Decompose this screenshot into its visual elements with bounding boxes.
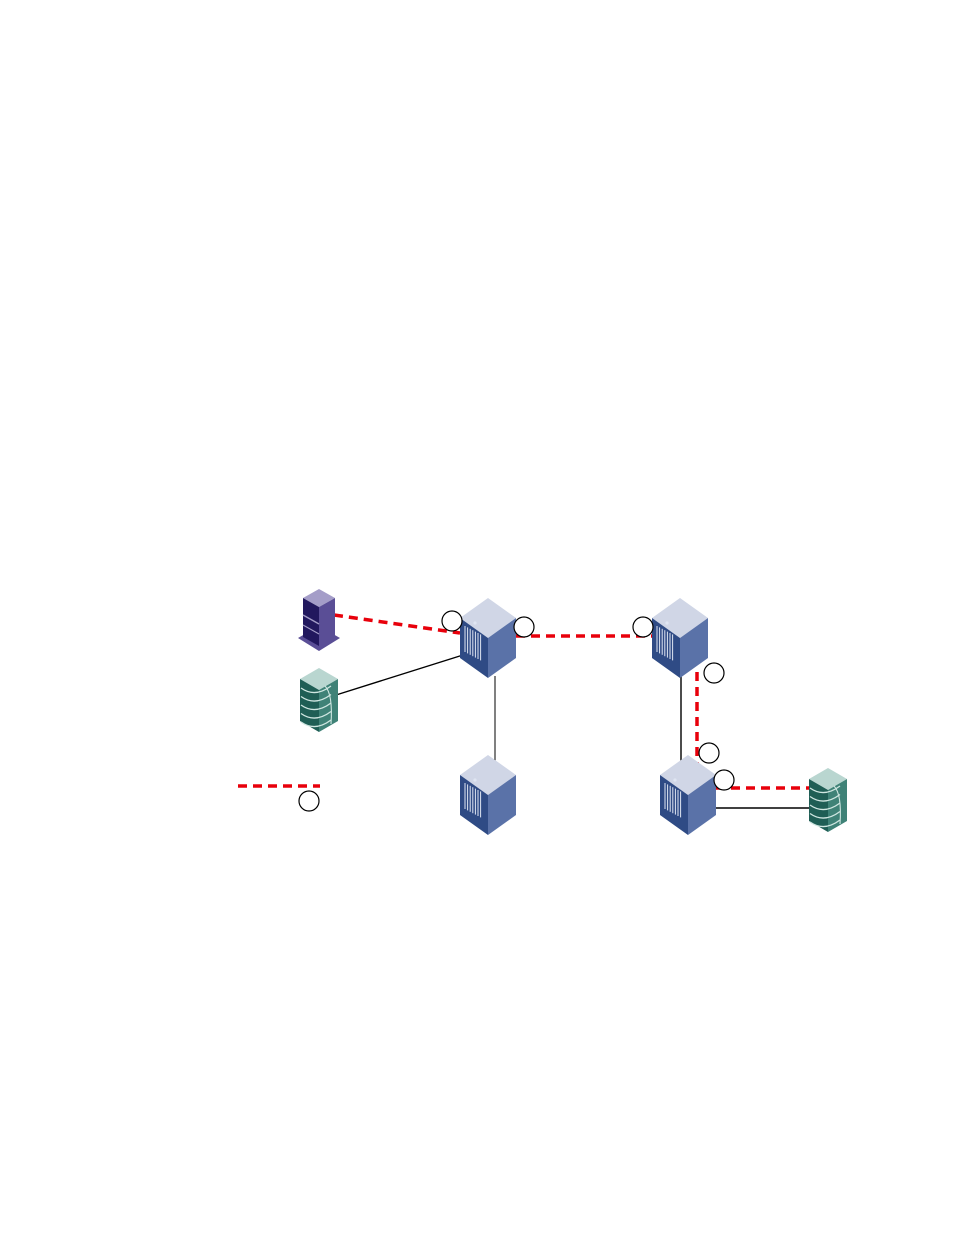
callout-marker [699, 743, 719, 763]
switch-d-switch-icon [660, 755, 716, 835]
link-solid-storage-left-to-switch-a [336, 655, 463, 695]
link-path-host-to-switch-a [334, 615, 460, 633]
solid-links [336, 655, 812, 808]
callout-marker [299, 791, 319, 811]
host-server-icon [298, 589, 340, 651]
callout-marker [514, 617, 534, 637]
callout-marker [714, 770, 734, 790]
switch-b-switch-icon [652, 598, 708, 678]
switch-c-switch-icon [460, 755, 516, 835]
device-nodes [298, 589, 847, 835]
storage-left-storage-icon [300, 668, 338, 732]
path-links [334, 615, 812, 788]
callout-marker [704, 663, 724, 683]
switch-a-switch-icon [460, 598, 516, 678]
callout-marker [633, 617, 653, 637]
callout-marker [442, 611, 462, 631]
storage-right-storage-icon [809, 768, 847, 832]
